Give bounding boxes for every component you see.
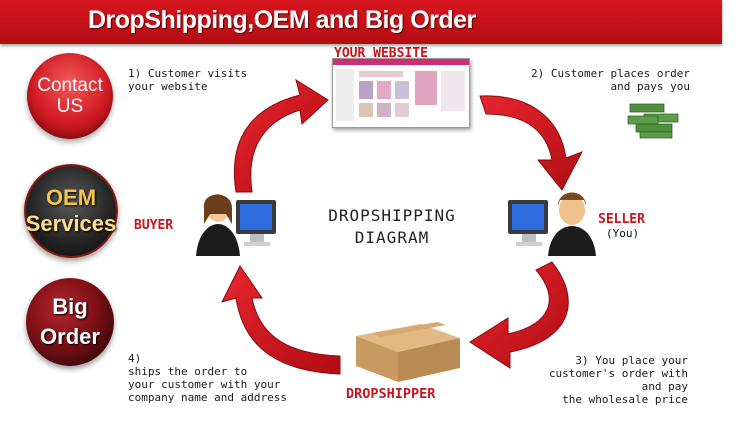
seller-sublabel: (You) (606, 227, 640, 240)
diagram-center-title: DROPSHIPPING DIAGRAM (322, 205, 462, 249)
step-3-text: 3) You place your customer's order with … (528, 354, 688, 406)
website-screenshot (332, 58, 470, 128)
big-order-button[interactable]: Big Order (26, 278, 114, 366)
step-4-line2: ships the order to (128, 365, 248, 378)
arrow-seller-to-dropshipper (469, 261, 569, 369)
contact-us-line1: Contact (37, 75, 103, 96)
shipping-box-icon (356, 322, 460, 382)
step-2-text: 2) Customer places order and pays you (522, 67, 690, 93)
buyer-icon (196, 194, 276, 256)
oem-line1: OEM (45, 185, 97, 210)
dropshipper-label: DROPSHIPPER (346, 386, 436, 402)
step-1-text: 1) Customer visits your website (128, 67, 247, 93)
step-2-line2: and pays you (610, 80, 690, 93)
oem-services-button[interactable]: OEM Services (24, 164, 118, 258)
step-3-line1: 3) You place your (575, 354, 688, 367)
center-title-line1: DROPSHIPPING (328, 206, 456, 225)
step-2-line1: 2) Customer places order (531, 67, 690, 80)
money-stack-icon (627, 103, 679, 139)
arrow-website-to-seller (479, 95, 584, 191)
header-banner (0, 0, 722, 44)
seller-icon (508, 192, 596, 256)
arrow-buyer-to-website (233, 78, 329, 193)
step-1-line1: 1) Customer visits (128, 67, 248, 80)
contact-us-button[interactable]: Contact US (27, 53, 113, 139)
step-4-line1: 4) (128, 352, 142, 365)
contact-us-line2: US (56, 96, 84, 117)
seller-label: SELLER (598, 212, 645, 227)
big-order-line1: Big (52, 294, 88, 319)
buyer-label: BUYER (134, 218, 174, 233)
arrow-dropshipper-to-buyer (221, 265, 341, 375)
step-4-line4: company name and address (128, 391, 287, 404)
step-3-line4: the wholesale price (562, 393, 688, 406)
page-title: DropShipping,OEM and Big Order (88, 6, 476, 34)
big-order-line2: Order (40, 324, 100, 349)
step-4-text: 4) ships the order to your customer with… (128, 352, 287, 404)
oem-line2: Services (25, 211, 117, 236)
step-4-line3: your customer with your (128, 378, 281, 391)
step-1-line2: your website (128, 80, 208, 93)
step-3-line3: and pay (641, 380, 688, 393)
center-title-line2: DIAGRAM (354, 228, 430, 247)
step-3-line2: customer's order with (548, 367, 688, 380)
website-label: YOUR WEBSITE (334, 46, 428, 61)
